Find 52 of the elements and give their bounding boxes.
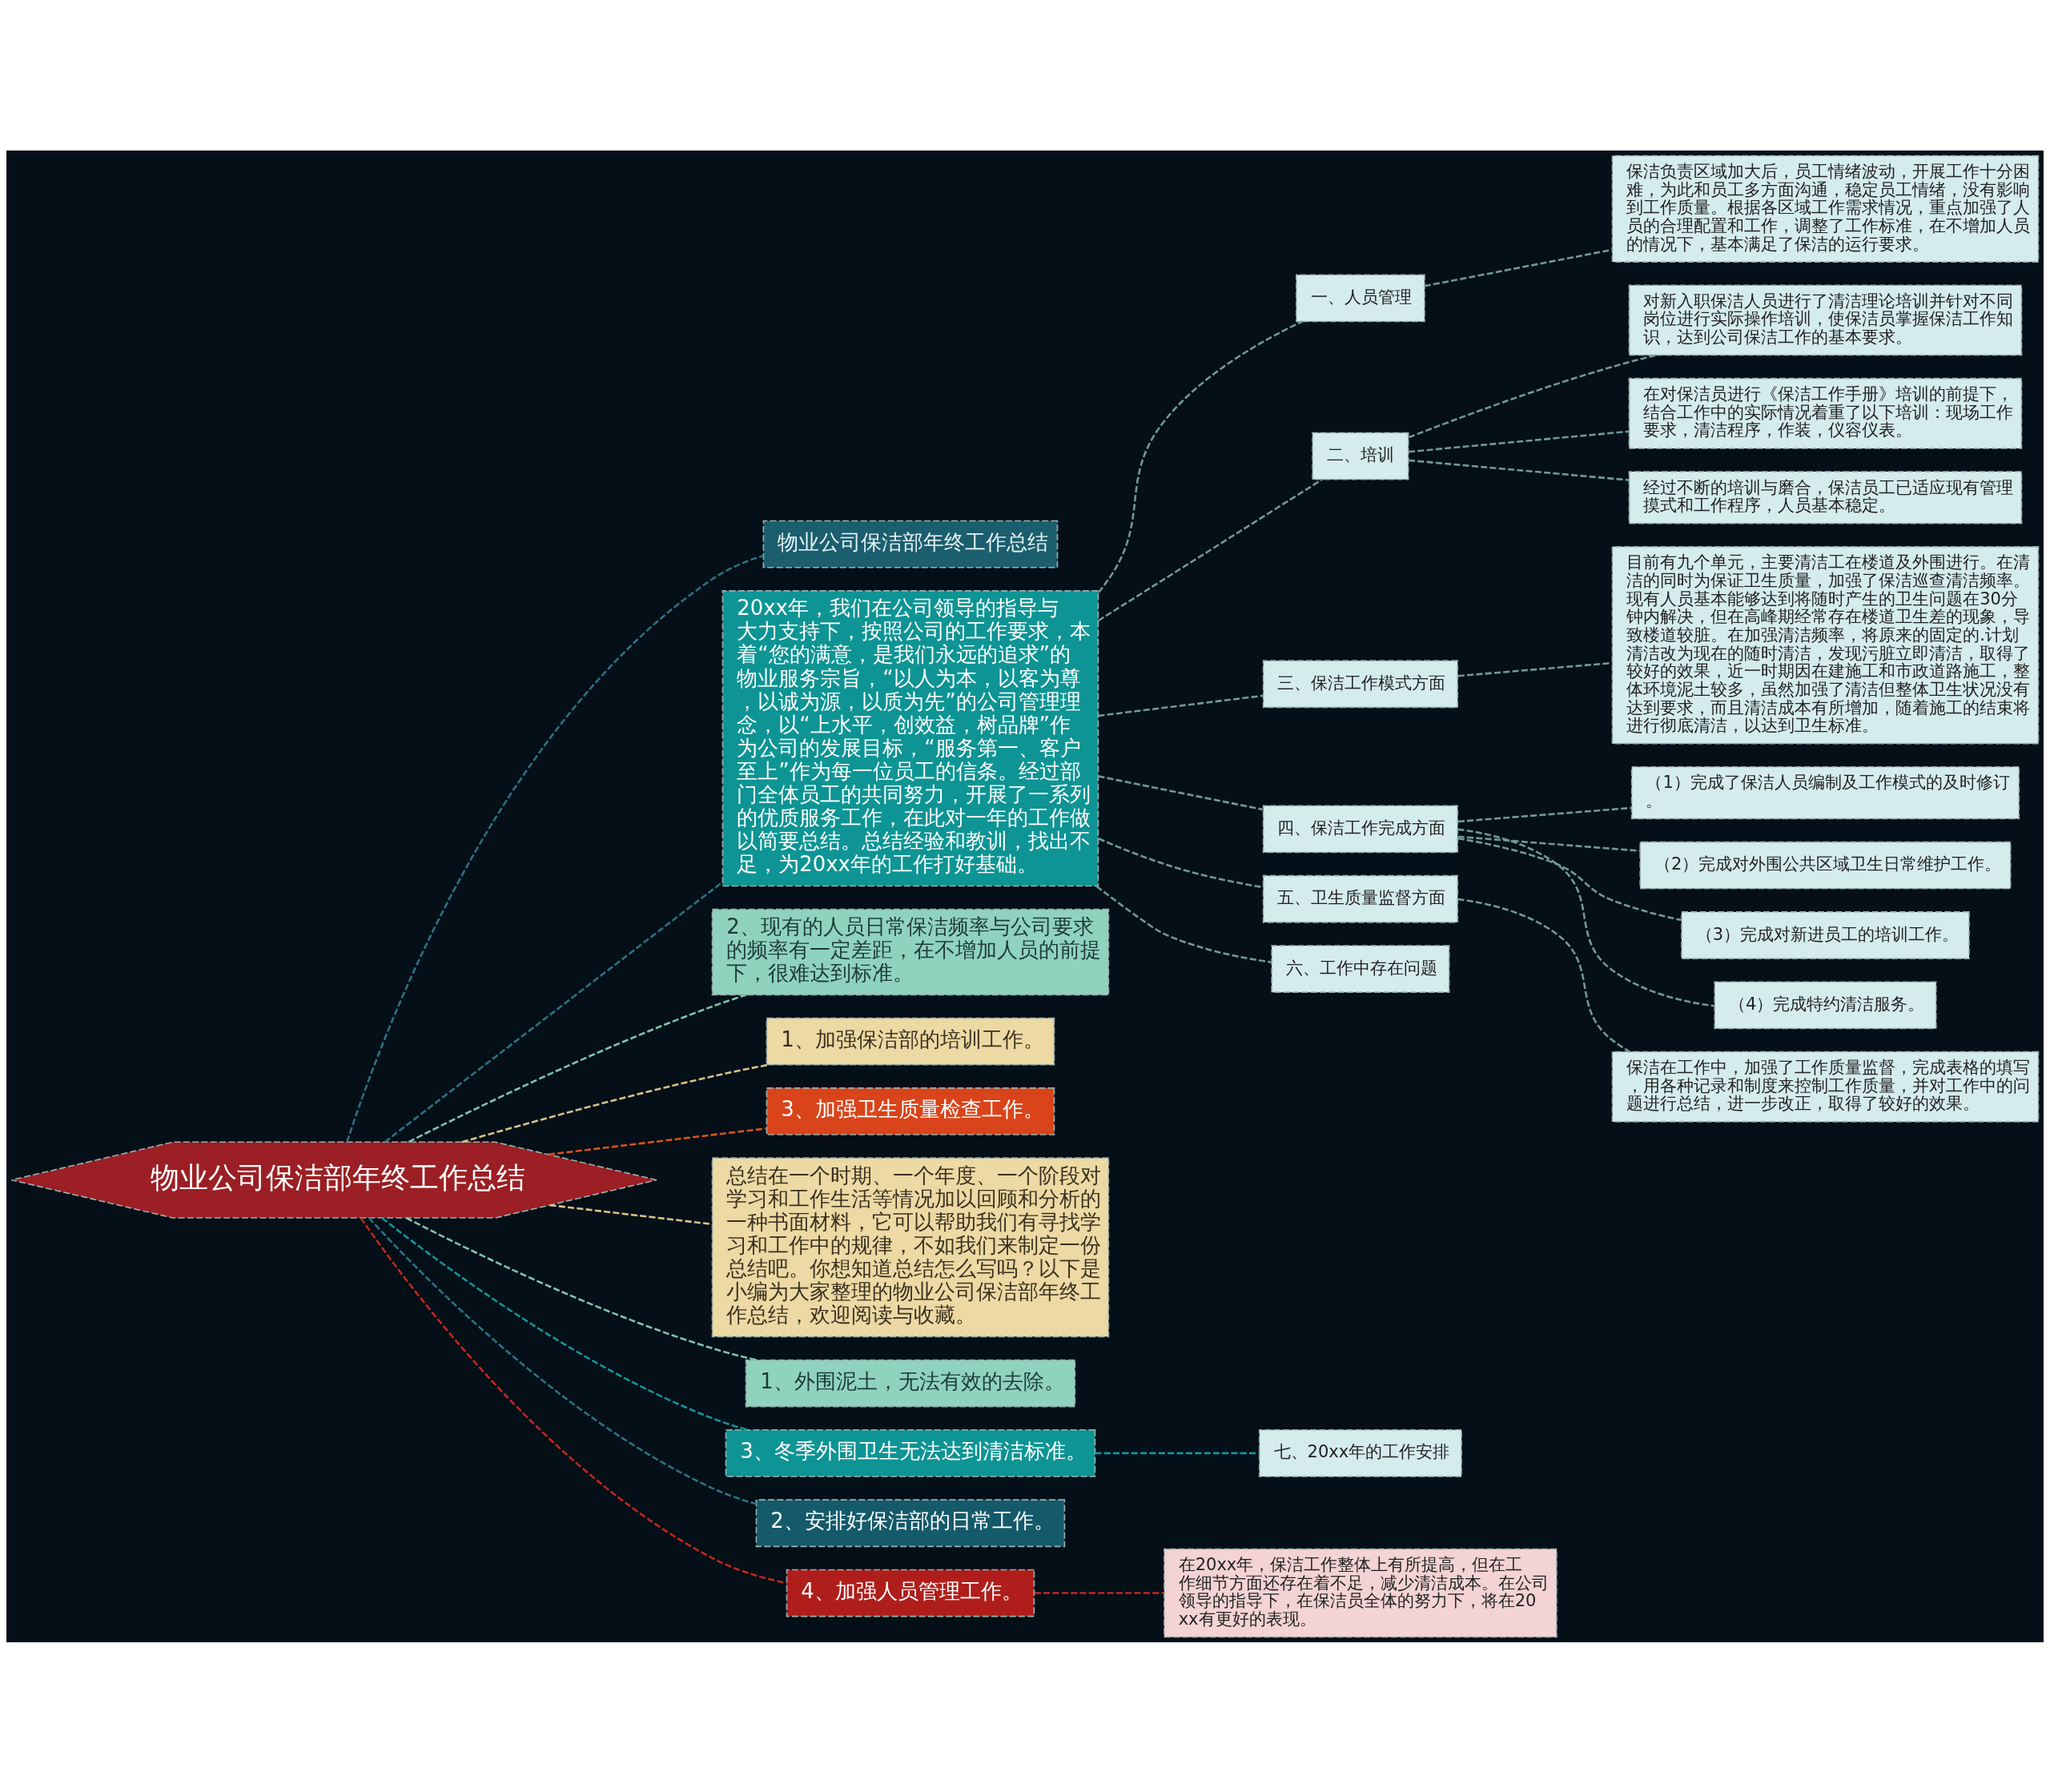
connector [1095,1452,1260,1454]
node-box: 20xx年，我们在公司领导的指导与大力支持下，按照公司的工作要求，本着“您的满意，是我们永远的追求”的物业服务宗旨，“以人为本，以客为尊，以诚为源，以质为先”的公司管理理念，以“上水平，创效益，树品牌”作为公司的发展目标，“服务第一、客户至上”作为每一位员工的信条。经过部门全体员工的共同努力，开展了一系列的优质服务工作，在此对一年的工作做以简要总结。总结经验和教训，找出不足，为20xx年的工作打好基础。 [722,589,1099,886]
connector [346,554,764,1143]
node-box: （2）完成对外围公共区域卫生日常维护工作。 [1639,841,2012,890]
node-box: 2、现有的人员日常保洁频率与公司要求的频率有一定差距，在不增加人员的前提下，很难达到标准。 [711,908,1110,995]
connector [461,1063,769,1143]
connector [1408,459,1630,481]
node-box: 在20xx年，保洁工作整体上有所提高，但在工作细节方面还存在着不足，减少清洁成本。在公司领导的指导下，在保洁员全体的努力下，将在20xx有更好的表现。 [1164,1548,1558,1637]
node-box: 二、培训 [1312,432,1409,480]
node-box: 目前有九个单元，主要清洁工在楼道及外围进行。在清洁的同时为保证卫生质量，加强了保洁巡查清洁频率。现有人员基本能够达到将随时产生的卫生问题在30分钟内解决，但在高峰期经常存在楼道卫生差的现象，导致楼道较脏。在加强清洁频率，将原来的固定的.计划清洁改为现在的随时清洁，发现污脏立即清洁，取得了较好的效果，近一时期因在建施工和市政道路施工，整体环境泥土较多，虽然加强了清洁但整体卫生状况没有达到要求，而且清洁成本有所增加，随着施工的结束将进行彻底清洁，以达到卫生标准。 [1611,545,2040,744]
connector [1408,430,1630,453]
connector [1457,827,1715,1007]
connector [360,1217,787,1584]
connector [1034,1591,1164,1594]
node-box: 经过不断的培训与磨合，保洁员工已适应现有管理摸式和工作程序，人员基本稳定。 [1628,470,2023,524]
node-box: 1、外围泥土，无法有效的去除。 [745,1359,1076,1407]
node-box: 保洁负责区域加大后，员工情绪波动，开展工作十分困难，为此和员工多方面沟通，稳定员工情绪，没有影响到工作质量。根据各区域工作需求情况，重点加强了人员的合理配置和工作，调整了工作标准，在不增加人员的情况下，基本满足了保洁的运行要求。 [1611,155,2040,263]
node-box: 4、加强人员管理工作。 [786,1569,1035,1617]
connector [1457,898,1630,1053]
connector [1098,774,1264,810]
node-box: 三、保洁工作模式方面 [1262,659,1458,708]
connector [1424,248,1613,287]
connector [381,1216,748,1431]
node-box: 2、安排好保洁部的日常工作。 [755,1498,1066,1547]
connector [1097,478,1323,621]
connector [408,993,747,1143]
connector [1408,353,1657,438]
connector [1457,806,1632,822]
node-box: 五、卫生质量监督方面 [1262,874,1458,923]
connector [368,1216,757,1505]
node-box: 1、加强保洁部的培训工作。 [766,1017,1055,1066]
node-box: 保洁在工作中，加强了工作质量监督，完成表格的填写，用各种记录和制度来控制工作质量，并对工作中的问题进行总结，进一步改正，取得了较好的效果。 [1611,1051,2040,1123]
connector [1098,694,1264,717]
node-box: 物业公司保洁部年终工作总结 [762,520,1059,569]
connector [1457,837,1682,921]
node-box: 六、工作中存在问题 [1271,944,1450,993]
node-box: 四、保洁工作完成方面 [1262,805,1458,853]
node-box: 一、人员管理 [1296,273,1425,322]
node-box: （1）完成了保洁人员编制及工作模式的及时修订。 [1630,765,2020,819]
connector [548,1127,767,1155]
connector [1457,835,1641,852]
connector [1095,885,1272,963]
node-box: 总结在一个时期、一个年度、一个阶段对学习和工作生活等情况加以回顾和分析的一种书面材料，它可以帮助我们有寻找学习和工作中的规律，不如我们来制定一份总结吧。你想知道总结怎么写吗？以下是小编为大家整理的物业公司保洁部年终工作总结，欢迎阅读与收藏。 [711,1156,1110,1337]
node-box: 对新入职保洁人员进行了清洁理论培训并针对不同岗位进行实际操作培训，使保洁员掌握保洁工作知识，达到公司保洁工作的基本要求。 [1628,283,2023,356]
node-box: （4）完成特约清洁服务。 [1714,980,1937,1029]
node-box: （3）完成对新进员工的培训工作。 [1681,910,1970,959]
node-box: 在对保洁员进行《保洁工作手册》培训的前提下，结合工作中的实际情况着重了以下培训：现场工作要求，清洁程序，作装，仪容仪表。 [1628,377,2023,449]
connector [1097,319,1303,593]
node-box: 3、冬季外围卫生无法达到清洁标准。 [725,1428,1096,1477]
node-box: 3、加强卫生质量检查工作。 [766,1087,1055,1135]
node-box: 七、20xx年的工作安排 [1258,1428,1462,1477]
connector [405,1216,757,1361]
